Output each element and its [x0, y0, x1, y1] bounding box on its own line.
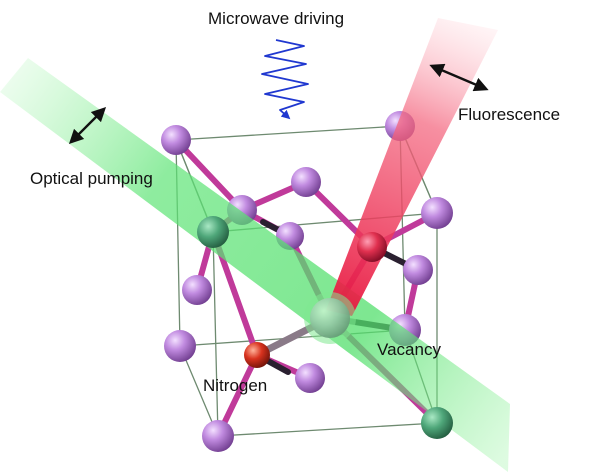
microwave-label: Microwave driving — [208, 9, 345, 28]
optical-pumping-beam — [0, 58, 510, 472]
double-headed-arrow-icon — [68, 106, 107, 145]
carbon-atom-in-beam — [421, 407, 453, 439]
carbon-atom — [161, 125, 191, 155]
carbon-atom — [291, 167, 321, 197]
carbon-atom — [182, 275, 212, 305]
carbon-atom — [295, 363, 325, 393]
carbon-atom-in-beam — [197, 216, 229, 248]
carbon-atom — [164, 330, 196, 362]
carbon-atom-in-red-beam — [357, 232, 387, 262]
carbon-atom — [202, 420, 234, 452]
nitrogen-atom — [244, 342, 270, 368]
carbon-atom — [403, 255, 433, 285]
double-headed-arrow-icon — [429, 63, 489, 92]
vacancy-label: Vacancy — [377, 340, 441, 359]
vacancy-site — [310, 298, 350, 338]
fluorescence-label: Fluorescence — [458, 105, 561, 124]
carbon-atom — [421, 197, 453, 229]
vacancy-overlay — [310, 298, 350, 338]
wave-arrow-icon — [261, 39, 309, 120]
nitrogen-label: Nitrogen — [203, 376, 268, 395]
optical-pumping-label: Optical pumping — [30, 169, 153, 188]
